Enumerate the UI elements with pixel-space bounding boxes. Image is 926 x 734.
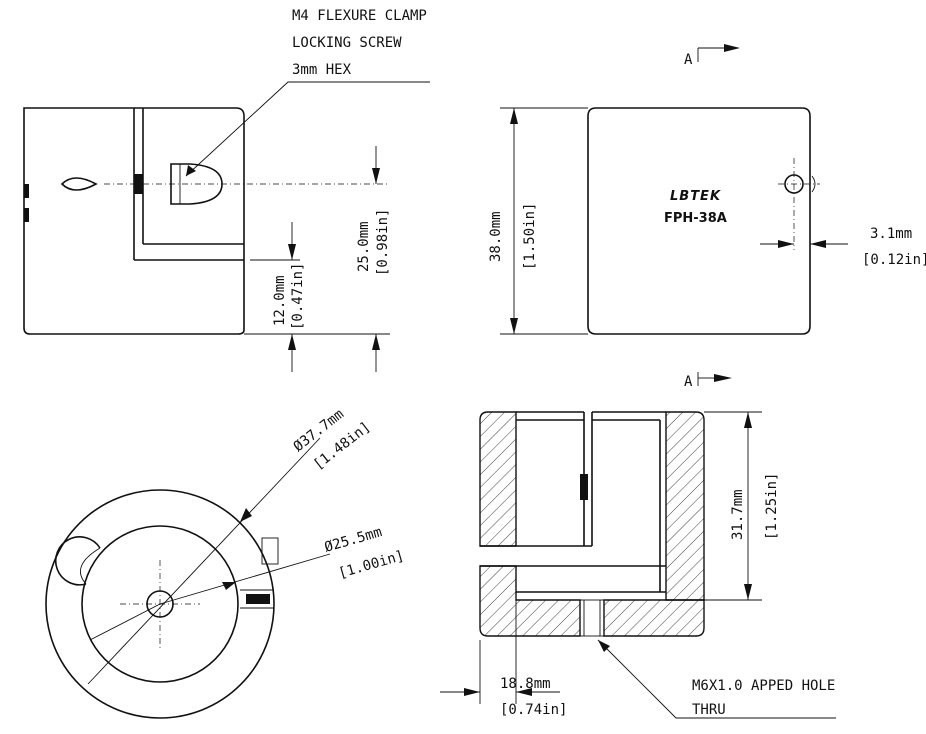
clamp-note-line1: M4 FLEXURE CLAMP bbox=[292, 8, 427, 24]
dim-3-1-mm: 3.1mm bbox=[870, 226, 912, 242]
dim-31-7-in: [1.25in] bbox=[764, 473, 780, 540]
hole-slot bbox=[60, 177, 98, 191]
dim-31-7-mm: 31.7mm bbox=[730, 489, 746, 540]
dim-25-in: [0.98in] bbox=[375, 209, 391, 276]
dim-18-8-mm: 18.8mm bbox=[500, 676, 551, 692]
clamp-note-line2: LOCKING SCREW bbox=[292, 35, 402, 51]
bottom-view bbox=[45, 437, 331, 719]
dim-18-8-in: [0.74in] bbox=[500, 702, 567, 718]
section-a-top: A bbox=[684, 52, 693, 68]
dim-12-mm: 12.0mm bbox=[272, 275, 288, 326]
dim-38-mm: 38.0mm bbox=[488, 211, 504, 262]
dim-12-in: [0.47in] bbox=[290, 263, 306, 330]
clamp-note-line3: 3mm HEX bbox=[292, 62, 352, 78]
clamp-slot-mark bbox=[134, 174, 143, 194]
section-a-bottom: A bbox=[684, 374, 693, 390]
dim-38-in: [1.50in] bbox=[522, 203, 538, 270]
brand-logo: LBTEK bbox=[670, 189, 721, 204]
tap-note-line1: M6X1.0 APPED HOLE bbox=[692, 678, 835, 694]
dim-dia-25-5-mm: Ø25.5mm bbox=[323, 524, 384, 556]
dim-3-1-in: [0.12in] bbox=[862, 252, 926, 268]
dim-dia-25-5-in: [1.00in] bbox=[337, 548, 406, 582]
tap-note-line2: THRU bbox=[692, 702, 726, 718]
side-view bbox=[23, 81, 430, 372]
model-label: FPH-38A bbox=[664, 211, 727, 226]
dim-25-mm: 25.0mm bbox=[356, 221, 372, 272]
front-view bbox=[500, 44, 848, 386]
section-view bbox=[440, 411, 836, 719]
